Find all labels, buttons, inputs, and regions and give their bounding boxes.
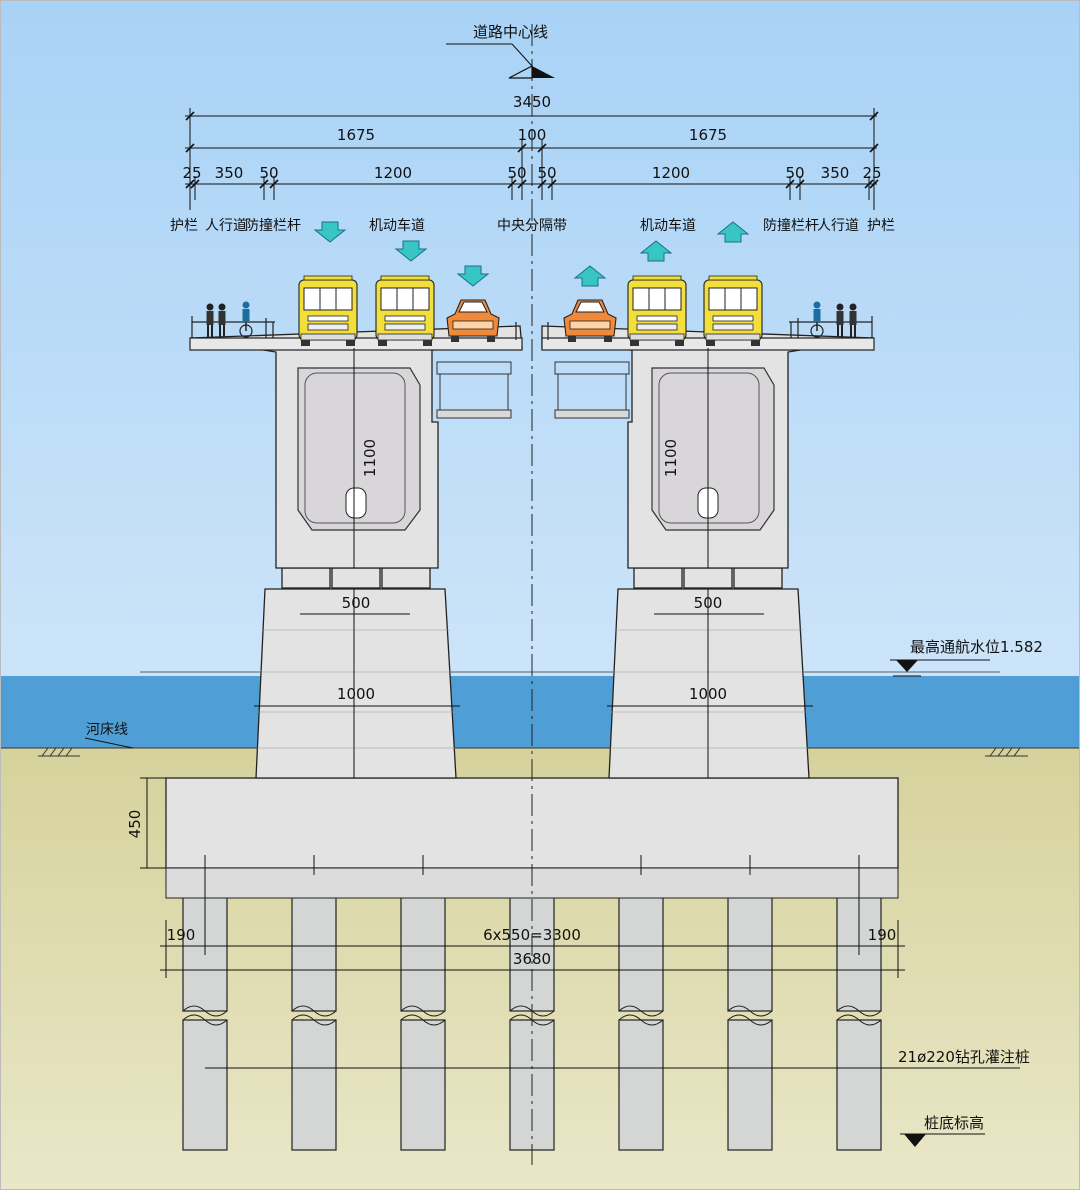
seg-rail-left-label: 25 xyxy=(182,164,201,182)
barrier-left-label: 防撞栏杆 xyxy=(245,218,301,234)
seg-walk-right-label: 350 xyxy=(821,164,850,182)
cantilever-bracket-right xyxy=(554,361,630,419)
riverbed-leader xyxy=(84,737,134,749)
sidewalk-left-label: 人行道 xyxy=(205,218,247,234)
pile-bottom-label: 桩底标高 xyxy=(924,1114,984,1132)
pier-top-left-label: 500 xyxy=(342,594,371,612)
seg-walk-left-label: 350 xyxy=(215,164,244,182)
pier-mid-right-label: 1000 xyxy=(689,685,727,703)
pile-bottom-marker-icon xyxy=(900,1133,985,1147)
seg-median-left-label: 50 xyxy=(507,164,526,182)
lanes-right-label: 机动车道 xyxy=(640,217,696,234)
seg-lane-right-label: 1200 xyxy=(652,164,690,182)
pile xyxy=(400,865,446,1151)
pile-spacing-dimension xyxy=(160,855,905,978)
barrier-right-label: 防撞栏杆 xyxy=(763,218,819,234)
median-label: 中央分隔带 xyxy=(497,218,567,234)
top-dimension-lines xyxy=(185,108,877,210)
total-width-label: 3450 xyxy=(513,93,551,111)
pier-mid-left-label: 1000 xyxy=(337,685,375,703)
pier-column-right xyxy=(608,588,810,779)
lanes-left-label: 机动车道 xyxy=(369,217,425,234)
cap-height-label: 450 xyxy=(126,810,144,839)
half-width-left-label: 1675 xyxy=(337,126,375,144)
bus-icon xyxy=(298,275,358,347)
edge-right-label: 190 xyxy=(868,926,897,944)
edge-left-label: 190 xyxy=(167,926,196,944)
pier-top-right-label: 500 xyxy=(694,594,723,612)
centerline-marker-icon xyxy=(446,43,555,79)
seg-barrier-left-label: 50 xyxy=(259,164,278,182)
bearings-right xyxy=(633,567,783,589)
girder-height-left-label: 1100 xyxy=(361,439,379,477)
dimension-ticks xyxy=(185,111,879,189)
seg-median-right-label: 50 xyxy=(537,164,556,182)
bus-icon xyxy=(375,275,435,347)
pile xyxy=(291,865,337,1151)
sidewalk-right-label: 人行道 xyxy=(817,218,859,234)
riverbed-hatch-left xyxy=(38,747,80,757)
water-level-marker-icon xyxy=(890,659,990,677)
riverbed-label: 河床线 xyxy=(86,722,128,738)
seg-rail-right-label: 25 xyxy=(862,164,881,182)
railings xyxy=(191,316,873,340)
pier-column-left xyxy=(255,588,457,779)
riverbed-hatch-right xyxy=(985,747,1028,757)
piles-label: 21ø220钻孔灌注桩 xyxy=(898,1048,1030,1066)
guardrail-right-label: 护栏 xyxy=(867,218,895,234)
cantilever-bracket-left xyxy=(436,361,512,419)
pier-texture-lines xyxy=(257,629,808,749)
pile xyxy=(618,865,664,1151)
bus-icon xyxy=(627,275,687,347)
girder-height-right-label: 1100 xyxy=(662,439,680,477)
water-body xyxy=(0,676,1080,748)
guardrail-left-label: 护栏 xyxy=(170,218,198,234)
water-level-label: 最高通航水位1.582 xyxy=(910,638,1043,656)
centerline-label: 道路中心线 xyxy=(473,23,548,41)
median-width-label: 100 xyxy=(518,126,547,144)
deck-slab-left xyxy=(189,337,523,351)
girder-height-dimension xyxy=(353,348,709,568)
pile xyxy=(727,865,773,1151)
seg-lane-left-label: 1200 xyxy=(374,164,412,182)
bus-icon xyxy=(703,275,763,347)
seg-barrier-right-label: 50 xyxy=(785,164,804,182)
bearings-left xyxy=(281,567,431,589)
cap-height-dimension xyxy=(140,777,166,869)
box-girder-left xyxy=(189,325,523,569)
pier-top-dimension xyxy=(300,589,764,778)
pile-spacing-label: 6x550=3300 xyxy=(483,926,581,944)
half-width-right-label: 1675 xyxy=(689,126,727,144)
cap-width-label: 3680 xyxy=(513,950,551,968)
